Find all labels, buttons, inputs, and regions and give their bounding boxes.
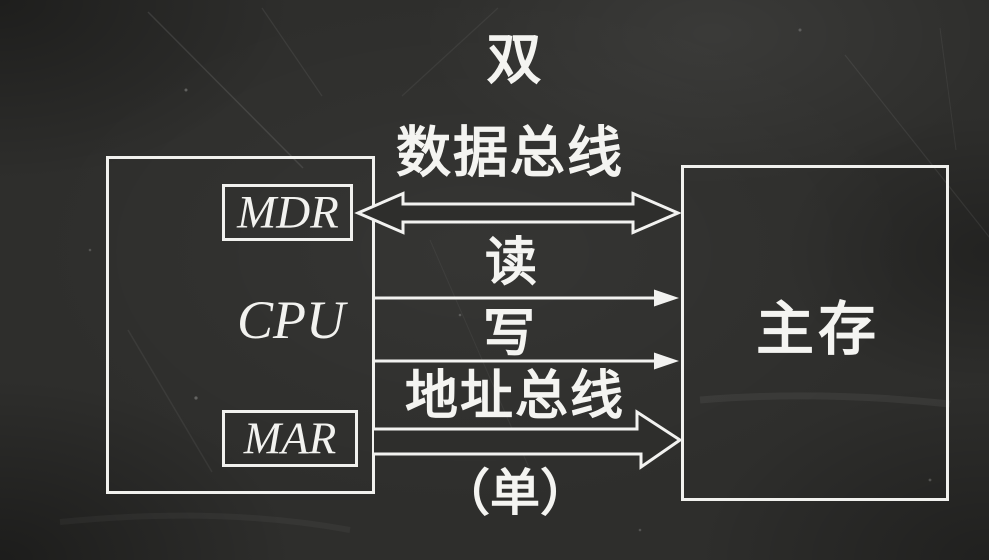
address-bus-arrow [374, 409, 683, 470]
mar-label: MAR [243, 413, 337, 464]
data-bus-label: 数据总线 [395, 121, 625, 184]
mdr-register-box [222, 184, 353, 241]
read-arrow [375, 289, 679, 307]
address-bus-label: 地址总线 [405, 366, 625, 426]
data-bus-arrow [354, 191, 682, 235]
cpu-box [106, 156, 375, 494]
mar-register-box [222, 410, 358, 467]
main-memory-label: 主存 [755, 297, 881, 362]
write-label: 写 [482, 305, 536, 363]
cpu-label: CPU [237, 290, 345, 350]
write-arrow [375, 352, 679, 370]
single-annotation: （单） [440, 465, 590, 521]
mdr-label: MDR [237, 186, 339, 239]
read-label: 读 [484, 234, 538, 292]
dual-annotation: 双 [486, 28, 542, 91]
main-memory-box [681, 165, 949, 501]
